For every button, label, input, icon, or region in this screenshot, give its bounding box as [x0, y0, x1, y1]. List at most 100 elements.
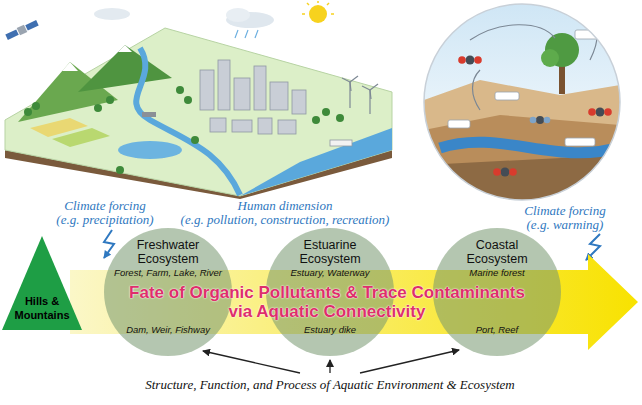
carbon-cycle-illustration	[458, 56, 466, 64]
landscape-illustration	[240, 128, 392, 196]
landscape-illustration	[370, 90, 371, 99]
landscape-illustration	[52, 128, 110, 147]
ecosystem-examples: Forest, Farm, Lake, River	[104, 267, 232, 279]
ecosystem-examples: Estuary dike	[266, 324, 394, 336]
structure-arrows	[360, 350, 459, 373]
landscape-illustration	[218, 60, 230, 110]
landscape-illustration	[350, 82, 351, 91]
landscape-illustration	[234, 78, 250, 110]
landscape-illustration	[116, 166, 124, 174]
landscape-illustration	[226, 8, 250, 22]
landscape-illustration	[258, 118, 272, 134]
landscape-illustration	[232, 120, 252, 132]
landscape-illustration	[270, 82, 288, 110]
landscape-illustration	[24, 108, 32, 116]
landscape-illustration	[254, 66, 266, 110]
landscape-illustration	[5, 1, 392, 199]
ecosystem-examples: Marine forest	[433, 267, 561, 279]
landscape-illustration	[210, 118, 226, 132]
landscape-illustration	[62, 62, 78, 71]
ecosystem-examples: Estuary, Waterway	[266, 267, 394, 279]
landscape-illustration	[278, 120, 296, 134]
carbon-cycle-illustration	[501, 168, 510, 177]
carbon-cycle-illustration	[448, 30, 601, 146]
carbon-cycle-illustration	[424, 4, 622, 200]
structure-arrows	[329, 360, 330, 373]
landscape-illustration	[302, 13, 305, 15]
landscape-illustration	[118, 141, 182, 159]
carbon-cycle-illustration	[530, 117, 537, 124]
landscape-illustration	[106, 96, 114, 104]
forcing-label: (e.g. pollution, construction, recreatio…	[181, 213, 390, 227]
landscape-illustration	[24, 86, 344, 174]
landscape-illustration	[336, 114, 344, 122]
landscape-illustration	[235, 30, 238, 38]
landscape-illustration	[369, 90, 370, 114]
carbon-cycle-illustration	[470, 25, 555, 40]
illustration-frame	[424, 4, 620, 200]
landscape-illustration	[5, 29, 18, 40]
landscape-illustration	[94, 104, 102, 112]
landscape-illustration	[176, 86, 184, 94]
ecosystem-heading: Freshwater Ecosystem	[118, 238, 218, 266]
landscape-illustration	[302, 1, 334, 14]
landscape-illustration	[17, 25, 28, 36]
landscape-illustration	[327, 3, 329, 5]
carbon-cycle-illustration	[458, 56, 612, 177]
ecosystem-examples: Dam, Weir, Fishway	[104, 324, 232, 336]
carbon-cycle-illustration	[424, 4, 620, 200]
landscape-illustration	[307, 3, 309, 5]
footer-caption: Structure, Function, and Process of Aqua…	[145, 378, 514, 392]
forcing-label: Human dimension	[238, 199, 333, 213]
landscape-illustration	[322, 108, 330, 116]
landscape-illustration	[362, 86, 370, 90]
landscape-illustration	[330, 140, 352, 146]
ecosystem-heading: Estuarine Ecosystem	[280, 238, 380, 266]
climate-forcing-arrows	[104, 230, 114, 258]
landscape-illustration	[5, 28, 392, 196]
landscape-illustration	[78, 45, 172, 92]
carbon-cycle-illustration	[575, 30, 601, 39]
landscape-illustration	[184, 96, 192, 104]
landscape-illustration	[200, 60, 306, 134]
carbon-cycle-illustration	[448, 120, 470, 128]
forcing-label: (e.g. precipitation)	[56, 213, 153, 227]
carbon-cycle-illustration	[596, 108, 605, 117]
carbon-cycle-illustration	[588, 108, 596, 116]
landscape-illustration	[350, 76, 358, 82]
carbon-cycle-illustration	[493, 168, 501, 176]
ecosystem-heading: Coastal Ecosystem	[447, 238, 547, 266]
carbon-cycle-illustration	[565, 138, 595, 146]
landscape-illustration	[200, 70, 214, 110]
landscape-illustration	[136, 48, 240, 195]
landscape-illustration	[342, 78, 350, 82]
landscape-illustration	[5, 19, 39, 41]
landscape-illustration	[255, 30, 258, 38]
arrow-band-shape	[70, 254, 638, 350]
carbon-cycle-illustration	[495, 92, 519, 100]
landscape-illustration	[312, 116, 320, 124]
carbon-cycle-illustration	[509, 168, 517, 176]
carbon-cycle-illustration	[541, 49, 559, 67]
landscape-illustration	[142, 112, 156, 117]
structure-arrows	[203, 351, 300, 373]
forcing-label: Climate forcing	[64, 199, 146, 213]
carbon-cycle-illustration	[604, 108, 612, 116]
connectivity-title: Fate of Organic Pollutants & Trace Conta…	[122, 283, 532, 321]
landscape-illustration	[191, 136, 199, 144]
landscape-illustration	[25, 20, 38, 31]
landscape-illustration	[235, 30, 258, 38]
landscape-illustration	[32, 102, 40, 110]
landscape-illustration	[118, 45, 132, 52]
carbon-cycle-illustration	[424, 155, 620, 200]
carbon-cycle-illustration	[544, 117, 551, 124]
landscape-illustration	[317, 1, 319, 3]
landscape-illustration	[309, 5, 327, 23]
landscape-illustration	[245, 30, 248, 38]
landscape-illustration	[349, 82, 350, 108]
landscape-illustration	[342, 76, 378, 114]
landscape-illustration	[94, 8, 130, 20]
forcing-label: Climate forcing	[524, 204, 606, 218]
ecosystem-examples: Port, Reef	[433, 324, 561, 336]
